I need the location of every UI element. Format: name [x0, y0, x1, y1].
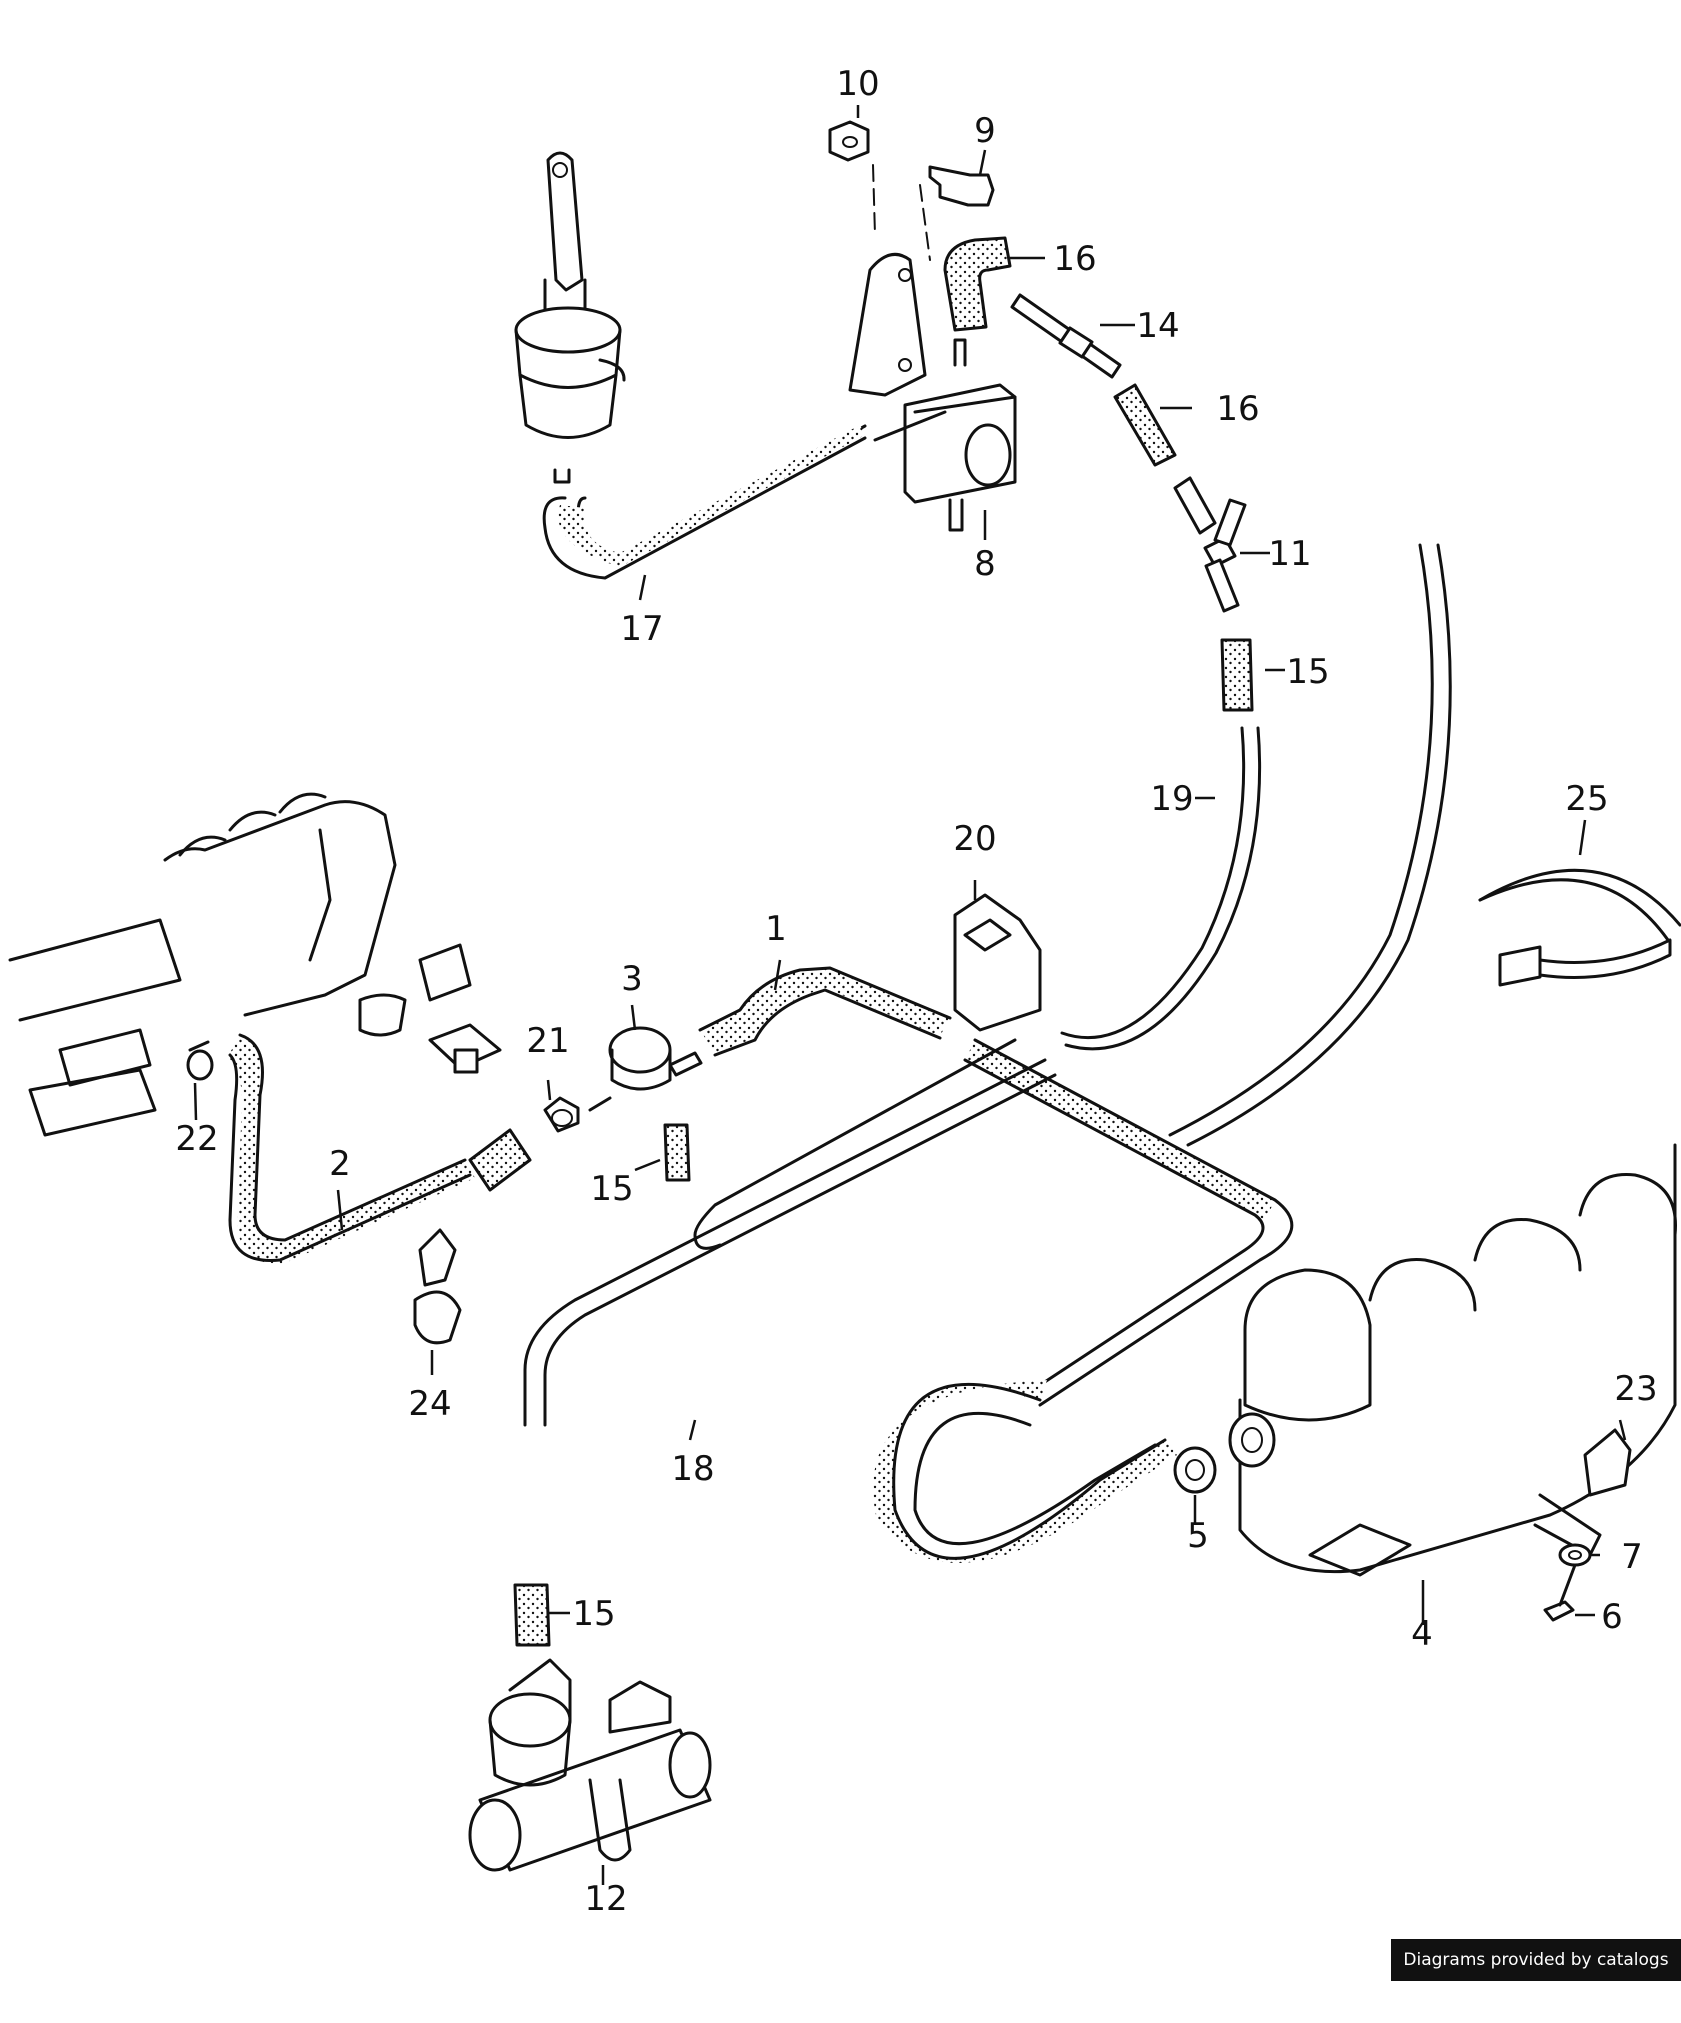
vacuum-actuator: [514, 151, 626, 484]
clamp-21: [543, 1096, 580, 1133]
callout-16-upper: 16: [1053, 239, 1096, 279]
intake-manifold-4: [1228, 1143, 1677, 1577]
line-19: [1060, 726, 1262, 1051]
callout-24: 24: [408, 1384, 451, 1424]
clip-22: [186, 1040, 214, 1081]
callout-11: 11: [1268, 534, 1311, 574]
hose-17: [542, 424, 867, 580]
callout-15-lower: 15: [572, 1594, 615, 1634]
callout-4: 4: [1411, 1614, 1433, 1654]
callout-22: 22: [175, 1119, 218, 1159]
callout-3: 3: [621, 959, 643, 999]
callout-12: 12: [584, 1879, 627, 1919]
callout-5: 5: [1187, 1516, 1209, 1556]
callout-6: 6: [1601, 1597, 1623, 1637]
hose-15-right: [1220, 638, 1254, 712]
elbow-hose-16-upper: [943, 236, 1012, 332]
callout-20: 20: [953, 819, 996, 859]
hose-15-lower: [513, 1583, 551, 1647]
hose-16-lower: [1113, 383, 1177, 467]
t-piece-11: [1173, 476, 1247, 613]
callout-8: 8: [974, 544, 996, 584]
line-18: [523, 1038, 1057, 1427]
callout-15-right: 15: [1286, 652, 1329, 692]
bracket-20: [953, 893, 1042, 1032]
washer-7: [1558, 1543, 1592, 1567]
callout-23: 23: [1614, 1369, 1657, 1409]
callout-16-lower: 16: [1216, 389, 1259, 429]
callout-19: 19: [1150, 779, 1193, 819]
callout-2: 2: [329, 1144, 351, 1184]
leader-lines: [193, 105, 1627, 1885]
solenoid-valve-8: [848, 252, 1017, 532]
callout-18: 18: [671, 1449, 714, 1489]
bolt-9: [919, 165, 995, 261]
clip-24: [413, 1228, 462, 1345]
callout-21: 21: [526, 1021, 569, 1061]
callout-7: 7: [1621, 1537, 1643, 1577]
callout-25: 25: [1565, 779, 1608, 819]
long-hose-right: [1168, 543, 1452, 1147]
check-valve-3: [588, 1026, 703, 1112]
callout-14: 14: [1136, 306, 1179, 346]
grommet-5: [1173, 1446, 1217, 1494]
hose-15-middle: [663, 1123, 691, 1182]
screw-6: [1543, 1563, 1577, 1622]
callout-9: 9: [974, 111, 996, 151]
hose-1: [698, 966, 1294, 1407]
hose-2: [227, 1033, 532, 1264]
callout-10: 10: [836, 64, 879, 104]
bracket-23: [1583, 1428, 1632, 1497]
nut-10: [828, 120, 876, 236]
callout-17: 17: [620, 609, 663, 649]
callout-1: 1: [765, 909, 787, 949]
callout-15-middle: 15: [590, 1169, 633, 1209]
parts-diagram: 1 2 3 4 5 6 7 8 9 10 11 12 14 15 15 15 1…: [8, 64, 1681, 1919]
hose-to-grommet-5: [873, 1380, 1177, 1563]
attribution-footer: Diagrams provided by catalogs parts: [1391, 1939, 1681, 2012]
hose-clamp-25: [1478, 868, 1681, 987]
pipe-14: [1010, 293, 1122, 379]
intake-manifold-left: [8, 792, 502, 1137]
control-valve-12: [468, 1658, 712, 1872]
callout-labels: 1 2 3 4 5 6 7 8 9 10 11 12 14 15 15 15 1…: [175, 64, 1657, 1919]
